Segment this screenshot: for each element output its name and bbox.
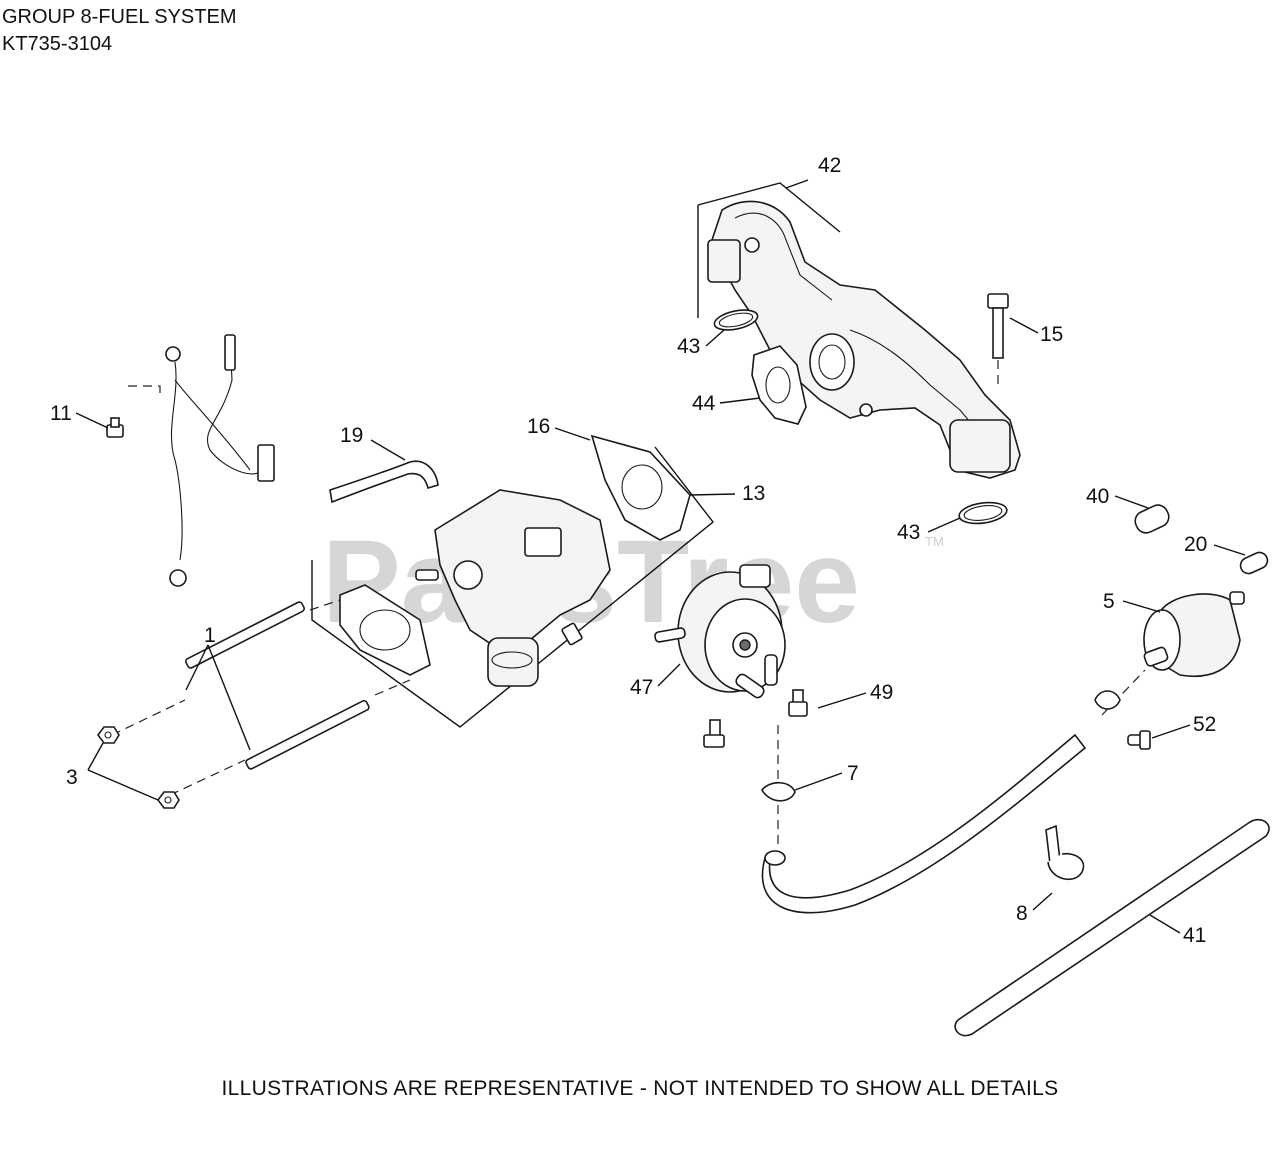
callout-42: 42 [818,154,841,177]
fuel-pump [654,564,786,699]
manifold-bolt [987,293,1009,390]
callout-19: 19 [340,424,363,447]
harness-screw [106,417,124,438]
model-number: KT735-3104 [2,33,113,55]
callout-43-upper: 43 [677,335,700,358]
fuel-hose-short [329,460,439,504]
barb-fitting [1127,730,1151,750]
manifold-gasket [751,345,807,425]
carburetor-gasket-outer [590,434,691,541]
pump-screws [703,689,808,748]
callout-1: 1 [204,624,216,647]
callout-20: 20 [1184,533,1207,556]
callout-47: 47 [630,676,653,699]
callout-15: 15 [1040,323,1063,346]
filter-clamp [1094,690,1121,710]
manifold-seal-lower [958,501,1008,525]
callout-5: 5 [1103,590,1115,613]
hose-section-40 [1134,504,1170,534]
hose-clamp [761,781,796,802]
leader-lines [75,179,1246,934]
disclaimer-footer: ILLUSTRATIONS ARE REPRESENTATIVE - NOT I… [221,1077,1059,1100]
diagram-title: GROUP 8-FUEL SYSTEM [2,6,237,28]
hose-clip [1045,824,1085,881]
carburetor [415,489,611,687]
callout-41: 41 [1183,924,1206,947]
fuel-filter [1143,591,1245,677]
callout-43-lower: 43 [897,521,920,544]
hose-section-20 [1239,551,1269,575]
intake-manifold [697,182,1021,479]
hex-nuts [97,726,180,809]
ground-harness [165,334,275,587]
callout-49: 49 [870,681,893,704]
callout-40: 40 [1086,485,1109,508]
callout-44: 44 [692,392,716,415]
carburetor-flange-gasket [339,584,431,676]
fuel-line-41 [954,818,1270,1037]
watermark-tm: TM [925,534,944,549]
callout-7: 7 [847,762,859,785]
carburetor-studs [185,601,370,770]
callout-3: 3 [66,766,78,789]
manifold-seal-upper [713,309,759,331]
fuel-hose-long [761,733,1087,914]
callout-52: 52 [1193,713,1216,736]
title-block: GROUP 8-FUEL SYSTEM KT735-3104 [2,4,237,58]
callout-11: 11 [50,402,72,425]
callout-8: 8 [1016,902,1028,925]
callout-16: 16 [527,415,550,438]
callout-13: 13 [742,482,765,505]
